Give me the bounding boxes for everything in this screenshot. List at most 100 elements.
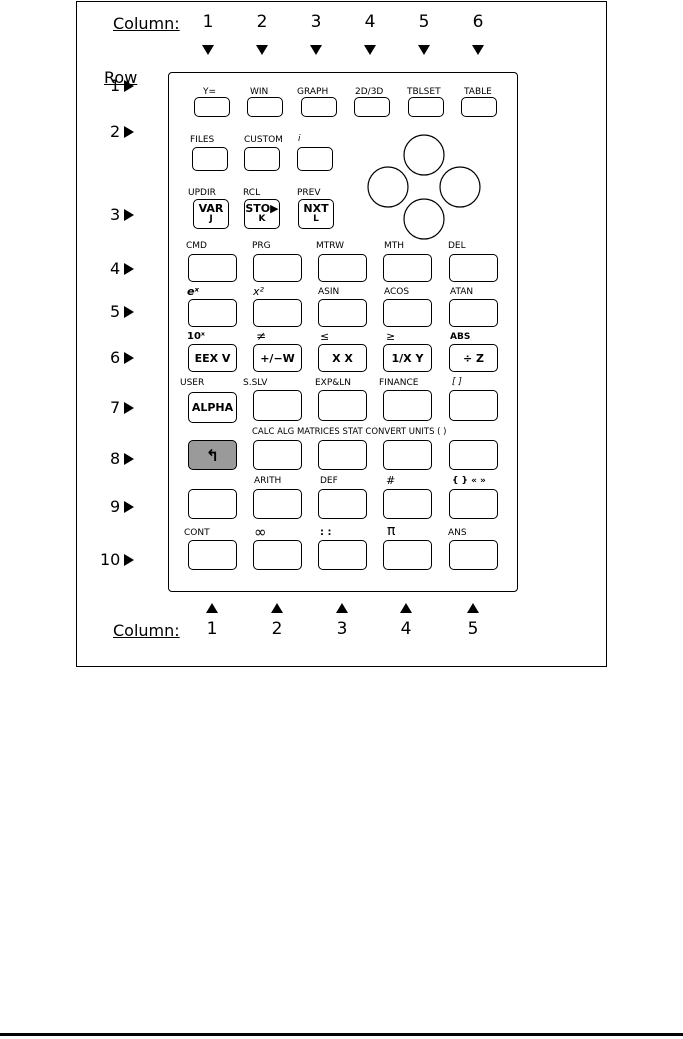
key-label-hash: # (386, 474, 396, 487)
key-r9c5[interactable] (449, 489, 498, 519)
key-r9c4[interactable] (383, 489, 432, 519)
key-label-greater-equal: ≥ (386, 330, 396, 343)
key-label-e-x: eˣ (187, 285, 199, 298)
up-arrow-key[interactable] (403, 134, 445, 176)
key-r8c4[interactable] (383, 440, 432, 470)
down-arrow-key[interactable] (403, 198, 445, 240)
key-r10c2[interactable] (253, 540, 302, 570)
page-bottom-rule (0, 1033, 683, 1036)
right-arrow-icon (124, 452, 135, 465)
up-arrow-icon (336, 603, 348, 613)
key-r1c2[interactable] (247, 97, 283, 117)
key-r10c5[interactable] (449, 540, 498, 570)
bottom-column-4: 4 (400, 619, 412, 639)
key-label-def: DEF (320, 476, 338, 486)
bottom-column-2: 2 (271, 619, 283, 639)
key-label-table: TABLE (464, 87, 492, 97)
key-r4c2[interactable] (253, 254, 302, 282)
key-label-x-squared: x² (253, 285, 264, 298)
key-label-cmd: CMD (186, 241, 207, 251)
row-label-9: 9 (110, 497, 135, 516)
row-label-8: 8 (110, 449, 135, 468)
key-r7c5[interactable] (449, 390, 498, 421)
key-r5c2[interactable] (253, 299, 302, 327)
down-arrow-icon (418, 45, 430, 55)
key-reciprocal[interactable]: 1/X Y (383, 344, 432, 372)
key-label-graph: GRAPH (297, 87, 329, 97)
key-r7c4[interactable] (383, 390, 432, 421)
key-r2c1[interactable] (192, 147, 228, 171)
bottom-column-label: Column: (113, 621, 180, 640)
key-divide[interactable]: ÷ Z (449, 344, 498, 372)
key-r9c3[interactable] (318, 489, 367, 519)
top-column-label: Column: (113, 14, 180, 33)
key-r5c3[interactable] (318, 299, 367, 327)
key-r9c2[interactable] (253, 489, 302, 519)
left-arrow-key[interactable] (367, 166, 409, 208)
key-r8c3[interactable] (318, 440, 367, 470)
key-label-infinity: ∞ (254, 523, 267, 541)
key-r5c4[interactable] (383, 299, 432, 327)
key-r1c6[interactable] (461, 97, 497, 117)
key-r1c3[interactable] (301, 97, 337, 117)
key-r4c4[interactable] (383, 254, 432, 282)
row-label-2: 2 (110, 122, 135, 141)
key-label-i: i (298, 134, 301, 144)
arrow-pad (367, 134, 481, 240)
key-r2c3[interactable] (297, 147, 333, 171)
key-eex[interactable]: EEX V (188, 344, 237, 372)
bottom-column-1: 1 (206, 619, 218, 639)
key-label-not-equal: ≠ (256, 329, 267, 343)
key-r1c4[interactable] (354, 97, 390, 117)
right-arrow-icon (124, 305, 135, 318)
key-r8c5[interactable] (449, 440, 498, 470)
row-label-1: 1 (110, 76, 135, 95)
key-r10c1[interactable] (188, 540, 237, 570)
key-label-cont: CONT (184, 528, 210, 538)
left-shift-icon: ↰ (205, 445, 220, 465)
key-multiply[interactable]: X X (318, 344, 367, 372)
key-r8c2[interactable] (253, 440, 302, 470)
key-label-custom: CUSTOM (244, 135, 283, 145)
key-r5c1[interactable] (188, 299, 237, 327)
right-arrow-icon (124, 262, 135, 275)
key-label-ans: ANS (448, 528, 467, 538)
key-r4c3[interactable] (318, 254, 367, 282)
right-arrow-key[interactable] (439, 166, 481, 208)
top-column-3: 3 (310, 12, 322, 32)
key-alpha[interactable]: ALPHA (188, 392, 237, 423)
bottom-column-5: 5 (467, 619, 479, 639)
key-plus-minus[interactable]: +/−W (253, 344, 302, 372)
key-sto[interactable]: STO▶K (244, 199, 280, 229)
key-label-acos: ACOS (384, 287, 410, 297)
key-r1c1[interactable] (194, 97, 230, 117)
bottom-column-3: 3 (336, 619, 348, 639)
key-label-user: USER (180, 378, 205, 388)
key-label-2d3d: 2D/3D (355, 87, 384, 97)
row-label-5: 5 (110, 302, 135, 321)
key-label-prev: PREV (297, 188, 321, 198)
key-r7c2[interactable] (253, 390, 302, 421)
right-arrow-icon (124, 500, 135, 513)
key-label-win: WIN (250, 87, 269, 97)
key-label-pi: π (387, 523, 396, 539)
down-arrow-icon (310, 45, 322, 55)
key-r2c2[interactable] (244, 147, 280, 171)
key-r5c5[interactable] (449, 299, 498, 327)
key-left-shift[interactable]: ↰ (188, 440, 237, 470)
row-label-4: 4 (110, 259, 135, 278)
key-r7c3[interactable] (318, 390, 367, 421)
right-arrow-icon (124, 208, 135, 221)
key-label-exp-ln: EXP&LN (315, 378, 352, 388)
down-arrow-icon (472, 45, 484, 55)
row-label-6: 6 (110, 348, 135, 367)
key-r10c4[interactable] (383, 540, 432, 570)
key-label-mtrw: MTRW (316, 241, 345, 251)
key-r9c1[interactable] (188, 489, 237, 519)
key-r1c5[interactable] (408, 97, 444, 117)
key-r10c3[interactable] (318, 540, 367, 570)
key-r4c5[interactable] (449, 254, 498, 282)
key-r4c1[interactable] (188, 254, 237, 282)
